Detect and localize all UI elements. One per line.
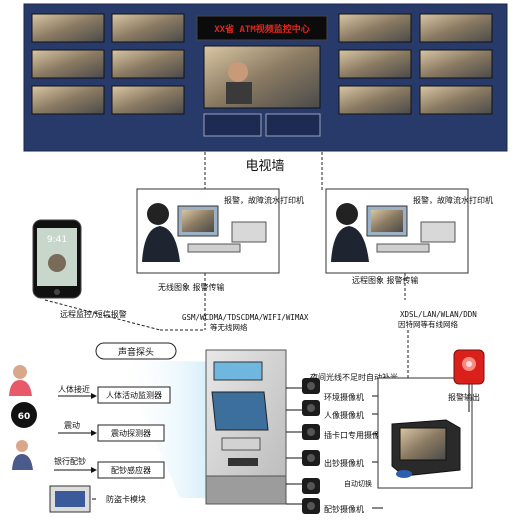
body-detector-label: 人体活动监测器 <box>106 390 162 400</box>
card-reader-module-icon <box>49 485 91 513</box>
cctv-camera-icon <box>302 378 320 514</box>
operator-head-left <box>147 203 169 225</box>
monitor-right-note: 报警，故障流水打印机 <box>413 195 493 205</box>
wall-main-screen <box>203 45 321 109</box>
portrait-camera-label: 人像摄像机 <box>324 410 364 420</box>
banknote-person-icon <box>12 440 33 470</box>
alarm-strobe-icon <box>453 349 485 385</box>
auto-switch-label: 自动切换 <box>344 479 372 488</box>
vibration-detector-box <box>97 424 165 442</box>
wired-network-label: XDSL/LAN/WLAN/DDN <box>400 310 477 319</box>
sound-probe-box <box>95 342 177 360</box>
vibration-detector-label: 震动探测器 <box>111 428 151 438</box>
operator-head-right <box>336 203 358 225</box>
banknote-sensor-label: 配钞感应器 <box>111 465 151 475</box>
alarm-output-label: 报警输出 <box>448 392 480 402</box>
wall-lower-panel-right <box>265 113 321 137</box>
operator-body-left <box>142 226 180 262</box>
body-detector-box <box>97 386 171 404</box>
svg-text:60: 60 <box>18 412 31 422</box>
workstation-right <box>325 188 469 274</box>
card-slot-camera-label: 插卡口专用摄像机 <box>324 430 388 440</box>
cash-out-camera-label: 出钞摄像机 <box>324 458 364 468</box>
atm-machine-icon <box>205 349 287 505</box>
printer-left <box>231 221 267 243</box>
cash-load-camera-label: 配钞摄像机 <box>324 504 364 514</box>
person-approach-icon <box>9 365 32 396</box>
approach-label: 人体接近 <box>58 384 90 394</box>
vibration-icon: 60 <box>11 402 37 428</box>
wall-screens-left <box>31 13 185 115</box>
wall-banner <box>196 15 328 41</box>
vibration-label: 震动 <box>64 420 80 430</box>
wireless-network-label: GSM/WCDMA/TDSCDMA/WIFI/WIMAX <box>182 313 309 322</box>
operator-body-right <box>331 226 369 262</box>
banknote-label: 银行配钞 <box>54 456 86 466</box>
wall-lower-panel-left <box>203 113 262 137</box>
phone-caption: 远程监控/短信报警 <box>60 309 127 319</box>
sound-probe-label: 声音探头 <box>118 346 154 358</box>
workstation-left <box>136 188 280 274</box>
video-wall: XX省 ATM视频监控中心 <box>23 3 508 152</box>
wireless-network-sub: 等无线网络 <box>210 322 248 332</box>
wall-screens-right <box>338 13 493 115</box>
mobile-phone-icon <box>32 219 82 299</box>
environment-camera-label: 环境摄像机 <box>324 392 364 402</box>
video-wall-caption: 电视墙 <box>245 159 284 174</box>
printer-right <box>420 221 456 243</box>
night-fill-label: 夜间光线不足时自动补光 <box>310 372 398 382</box>
monitor-left-note: 报警，故障流水打印机 <box>224 195 304 205</box>
wired-network-sub: 因特网等有线网络 <box>398 319 458 329</box>
dvr-recorder-icon <box>391 419 461 478</box>
wall-banner-text: XX省 ATM视频监控中心 <box>214 23 310 35</box>
anti-skimming-label: 防盗卡模块 <box>106 494 146 504</box>
banknote-sensor-box <box>97 461 165 479</box>
camera-links <box>286 387 302 505</box>
monitor-left-caption: 无线图象 报警传输 <box>158 282 225 292</box>
monitor-right-caption: 远程图象 报警传输 <box>352 275 419 285</box>
phone-time: 9:41 <box>47 235 67 245</box>
